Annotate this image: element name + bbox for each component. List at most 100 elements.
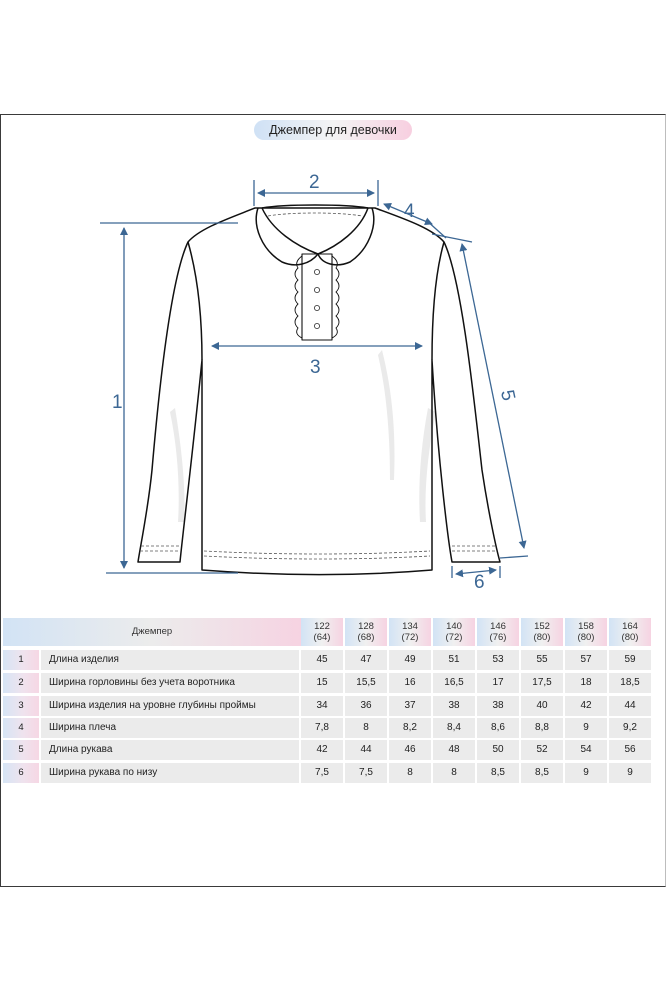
- garment-outline: [137, 204, 501, 576]
- table-cell: 8,8: [521, 718, 563, 738]
- table-cell: 18,5: [609, 673, 651, 693]
- measure-5-sleeve-length: [431, 233, 529, 559]
- size-height: 140: [446, 621, 462, 632]
- right-armhole: [431, 241, 445, 361]
- table-cell: 15,5: [345, 673, 387, 693]
- label-4: 4: [404, 201, 415, 222]
- size-header: 128(68): [345, 618, 387, 646]
- label-1: 1: [112, 392, 123, 413]
- measure-6-cuff-width: [451, 566, 501, 578]
- hem-stitch-1: [203, 550, 431, 555]
- collar-right: [317, 207, 375, 266]
- size-chest: (80): [533, 632, 551, 643]
- label-2: 2: [309, 172, 320, 193]
- table-cell: 9: [565, 718, 607, 738]
- body-outline: [137, 207, 501, 576]
- table-cell: 7,8: [301, 718, 343, 738]
- button-3: [313, 304, 321, 312]
- size-header: 134(72): [389, 618, 431, 646]
- table-cell: 48: [433, 740, 475, 760]
- row-label: Длина изделия: [41, 650, 299, 670]
- row-index: 3: [3, 696, 39, 716]
- size-header: 164(80): [609, 618, 651, 646]
- table-cell: 15: [301, 673, 343, 693]
- table-cell: 9,2: [609, 718, 651, 738]
- table-cell: 53: [477, 650, 519, 670]
- table-cell: 57: [565, 650, 607, 670]
- table-cell: 36: [345, 696, 387, 716]
- hem-stitch-2: [203, 555, 431, 560]
- size-chest: (80): [577, 632, 595, 643]
- neckline: [261, 204, 369, 209]
- measure-1-length: [100, 222, 238, 574]
- table-cell: 16: [389, 673, 431, 693]
- table-cell: 52: [521, 740, 563, 760]
- content-frame: [0, 114, 666, 887]
- row-index: 1: [3, 650, 39, 670]
- table-cell: 56: [609, 740, 651, 760]
- size-header: 158(80): [565, 618, 607, 646]
- shadow-right: [419, 408, 436, 522]
- table-cell: 16,5: [433, 673, 475, 693]
- table-cell: 49: [389, 650, 431, 670]
- size-header: 122(64): [301, 618, 343, 646]
- ruffle-left: [294, 255, 303, 339]
- row-index: 5: [3, 740, 39, 760]
- table-cell: 17: [477, 673, 519, 693]
- size-chest: (72): [445, 632, 463, 643]
- button-2: [313, 286, 321, 294]
- table-cell: 55: [521, 650, 563, 670]
- table-cell: 8: [389, 763, 431, 783]
- table-cell: 54: [565, 740, 607, 760]
- size-height: 122: [314, 621, 330, 632]
- table-cell: 40: [521, 696, 563, 716]
- size-height: 164: [622, 621, 638, 632]
- row-label: Длина рукава: [41, 740, 299, 760]
- ruffle-right: [331, 255, 340, 339]
- size-chest: (72): [401, 632, 419, 643]
- page-title: Джемпер для девочки: [254, 120, 412, 140]
- label-6: 6: [474, 572, 485, 590]
- table-cell: 42: [565, 696, 607, 716]
- row-index: 4: [3, 718, 39, 738]
- label-3: 3: [310, 357, 321, 378]
- collar-stitch: [267, 212, 363, 217]
- shadow-left: [170, 408, 185, 522]
- measure-2-neck-width: [253, 180, 379, 206]
- table-cell: 7,5: [345, 763, 387, 783]
- table-cell: 38: [477, 696, 519, 716]
- table-cell: 8: [433, 763, 475, 783]
- table-cell: 8,5: [521, 763, 563, 783]
- row-label: Ширина горловины без учета воротника: [41, 673, 299, 693]
- table-cell: 51: [433, 650, 475, 670]
- shadow-chest: [378, 350, 395, 480]
- label-5: 5: [496, 388, 519, 403]
- button-4: [313, 322, 321, 330]
- left-armhole: [187, 241, 203, 361]
- size-chest: (80): [621, 632, 639, 643]
- table-cell: 38: [433, 696, 475, 716]
- table-cell: 8,2: [389, 718, 431, 738]
- row-index: 6: [3, 763, 39, 783]
- table-cell: 42: [301, 740, 343, 760]
- size-chest: (76): [489, 632, 507, 643]
- table-cell: 17,5: [521, 673, 563, 693]
- measure-4-shoulder: [383, 203, 447, 239]
- size-header: 146(76): [477, 618, 519, 646]
- size-height: 134: [402, 621, 418, 632]
- table-cell: 44: [345, 740, 387, 760]
- table-cell: 34: [301, 696, 343, 716]
- table-cell: 8,5: [477, 763, 519, 783]
- table-cell: 18: [565, 673, 607, 693]
- placket: [301, 253, 333, 341]
- table-cell: 46: [389, 740, 431, 760]
- size-chest: (68): [357, 632, 375, 643]
- row-label: Ширина рукава по низу: [41, 763, 299, 783]
- button-1: [313, 268, 321, 276]
- buttons: [313, 268, 321, 330]
